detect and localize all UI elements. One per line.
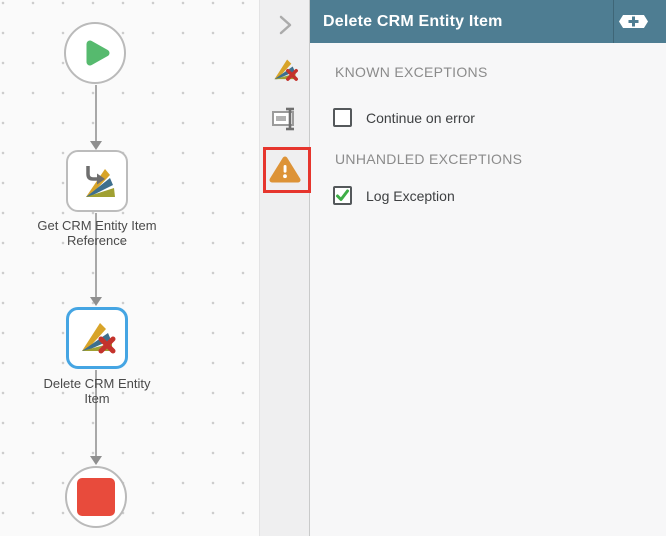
connector-line — [95, 213, 97, 297]
node-label: Delete CRM Entity Item — [43, 376, 151, 406]
rename-icon — [271, 107, 299, 131]
properties-panel: Delete CRM Entity Item KNOWN EXCEPTIONS — [310, 0, 666, 536]
collapse-panel-button[interactable] — [260, 3, 309, 47]
plus-icon — [628, 16, 639, 27]
connector-arrow-icon — [90, 297, 102, 306]
chevron-right-icon — [273, 13, 297, 37]
toolbar-step-properties-button[interactable] — [260, 48, 309, 92]
add-step-button[interactable] — [619, 15, 648, 28]
checkbox-row-continue-on-error[interactable]: Continue on error — [333, 108, 475, 127]
end-node[interactable] — [65, 466, 127, 528]
section-known-exceptions: KNOWN EXCEPTIONS — [335, 64, 488, 80]
section-unhandled-exceptions: UNHANDLED EXCEPTIONS — [335, 151, 523, 167]
flow-canvas[interactable]: Get CRM Entity Item Reference Delete CRM… — [0, 0, 259, 536]
play-icon — [77, 35, 113, 71]
crm-get-step-icon — [77, 161, 117, 201]
start-node[interactable] — [64, 22, 126, 84]
crm-delete-step-icon — [271, 56, 299, 84]
continue-on-error-label[interactable]: Continue on error — [366, 109, 475, 126]
connector-arrow-icon — [90, 456, 102, 465]
connector-line — [95, 85, 97, 142]
header-divider — [613, 0, 614, 43]
panel-header: Delete CRM Entity Item — [310, 0, 666, 43]
crm-delete-step-icon — [77, 318, 117, 358]
connector-line — [95, 370, 97, 456]
checkbox-row-log-exception[interactable]: Log Exception — [333, 186, 455, 205]
continue-on-error-checkbox[interactable] — [333, 108, 352, 127]
panel-title: Delete CRM Entity Item — [323, 12, 503, 30]
stop-icon — [77, 478, 115, 516]
node-delete-crm-entity-item[interactable] — [66, 307, 128, 369]
toolbar-rename-button[interactable] — [260, 97, 309, 141]
warning-triangle-icon — [269, 155, 301, 184]
panel-body: KNOWN EXCEPTIONS Continue on error UNHAN… — [310, 43, 666, 536]
log-exception-label[interactable]: Log Exception — [366, 187, 455, 204]
node-label: Get CRM Entity Item Reference — [37, 218, 157, 248]
node-get-crm-entity-item-reference[interactable] — [66, 150, 128, 212]
log-exception-checkbox[interactable] — [333, 186, 352, 205]
toolbar-exceptions-button[interactable] — [260, 147, 309, 191]
connector-arrow-icon — [90, 141, 102, 150]
step-toolbar — [259, 0, 310, 536]
